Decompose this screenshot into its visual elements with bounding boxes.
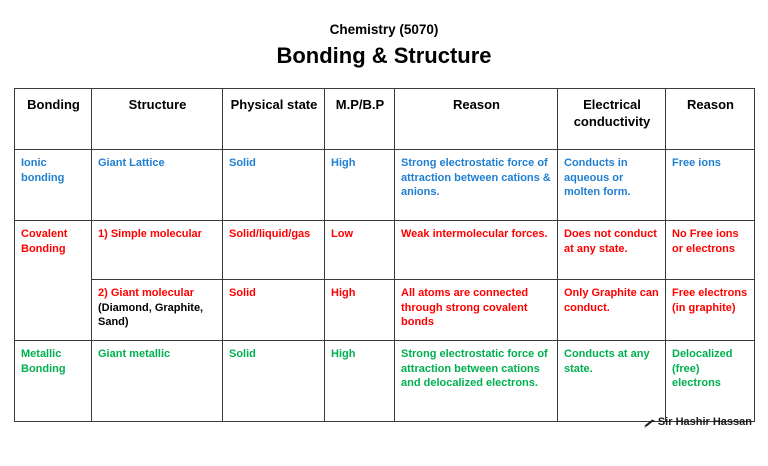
cell-mp-bp: High — [324, 340, 395, 422]
cell-conductivity: Only Graphite can conduct. — [557, 279, 666, 341]
cell-reason: Strong electrostatic force of attraction… — [394, 149, 558, 221]
cell-reason-2: Free ions — [665, 149, 755, 221]
column-header-bonding: Bonding — [14, 88, 92, 150]
cell-conductivity: Does not conduct at any state. — [557, 220, 666, 280]
cell-physical-state: Solid/liquid/gas — [222, 220, 325, 280]
column-header-reason: Reason — [394, 88, 558, 150]
cell-structure: 1) Simple molecular — [91, 220, 223, 280]
table-header-row: Bonding Structure Physical state M.P/B.P… — [14, 88, 755, 150]
cell-structure-title: 2) Giant molecular — [98, 287, 194, 299]
pen-nib-icon — [644, 418, 655, 428]
cell-mp-bp: High — [324, 279, 395, 341]
cell-reason: Strong electrostatic force of attraction… — [394, 340, 558, 422]
cell-physical-state: Solid — [222, 149, 325, 221]
cell-bonding: Covalent Bonding — [14, 220, 92, 341]
cell-bonding: Ionic bonding — [14, 149, 92, 221]
cell-physical-state: Solid — [222, 279, 325, 341]
cell-mp-bp: Low — [324, 220, 395, 280]
cell-reason-2: Delocalized (free) electrons — [665, 340, 755, 422]
column-header-electrical-conductivity: Electrical conductivity — [557, 88, 666, 150]
table-row: 2) Giant molecular (Diamond, Graphite, Sa… — [15, 279, 755, 341]
column-header-mp-bp: M.P/B.P — [324, 88, 395, 150]
cell-physical-state: Solid — [222, 340, 325, 422]
cell-reason-2: No Free ions or electrons — [665, 220, 755, 280]
cell-mp-bp: High — [324, 149, 395, 221]
bonding-structure-table: Bonding Structure Physical state M.P/B.P… — [14, 88, 755, 422]
page-title: Bonding & Structure — [276, 43, 492, 68]
table-row: Covalent Bonding 1) Simple molecular Sol… — [14, 220, 755, 341]
author-name: Sir Hashir Hassan — [657, 416, 752, 428]
column-header-reason-2: Reason — [665, 88, 755, 150]
table-row: Metallic Bonding Giant metallic Solid Hi… — [14, 340, 755, 422]
cell-structure: Giant Lattice — [91, 149, 223, 221]
cell-reason: All atoms are connected through strong c… — [394, 279, 558, 341]
table-row: Ionic bonding Giant Lattice Solid High S… — [14, 149, 755, 221]
cell-bonding: Metallic Bonding — [14, 340, 92, 422]
cell-structure: 2) Giant molecular (Diamond, Graphite, Sa… — [91, 279, 223, 341]
cell-conductivity: Conducts in aqueous or molten form. — [557, 149, 666, 221]
cell-reason-2: Free electrons (in graphite) — [665, 279, 755, 341]
author-signature: Sir Hashir Hassan — [644, 416, 752, 428]
cell-reason: Weak intermolecular forces. — [394, 220, 558, 280]
page-title-block: Chemistry (5070) Bonding & Structure — [0, 0, 768, 70]
column-header-structure: Structure — [91, 88, 223, 150]
cell-structure: Giant metallic — [91, 340, 223, 422]
column-header-physical-state: Physical state — [222, 88, 325, 150]
cell-structure-examples: (Diamond, Graphite, Sand) — [98, 301, 204, 329]
bonding-structure-table-wrapper: Bonding Structure Physical state M.P/B.P… — [14, 88, 755, 422]
cell-conductivity: Conducts at any state. — [557, 340, 666, 422]
subject-line: Chemistry (5070) — [329, 22, 439, 37]
